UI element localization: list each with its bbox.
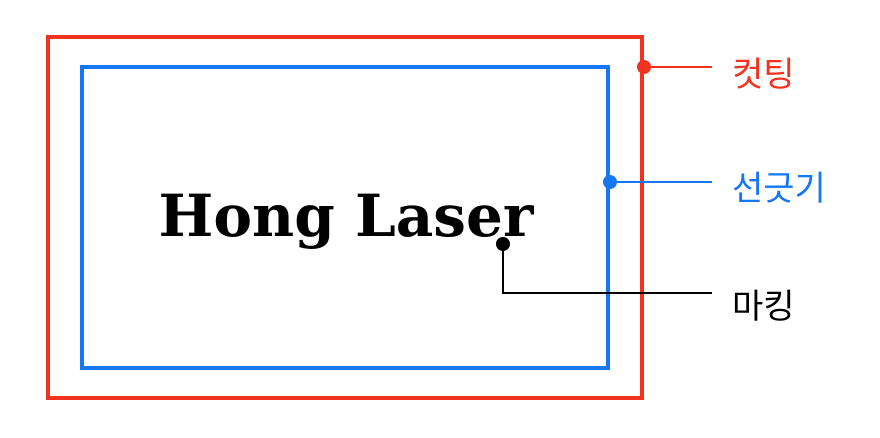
cutting-label: 컷팅 [732, 55, 795, 95]
engraved-text: Hong Laser [159, 182, 535, 250]
marking-label: 마킹 [732, 287, 795, 327]
cutting-outline [46, 35, 644, 400]
scoring-label: 선긋기 [732, 169, 826, 209]
scoring-leader-dot [603, 175, 617, 189]
scoring-outline [80, 65, 610, 370]
marking-leader-dot [496, 237, 510, 251]
cutting-leader-dot [637, 60, 651, 74]
marking-leader-line [502, 244, 712, 294]
